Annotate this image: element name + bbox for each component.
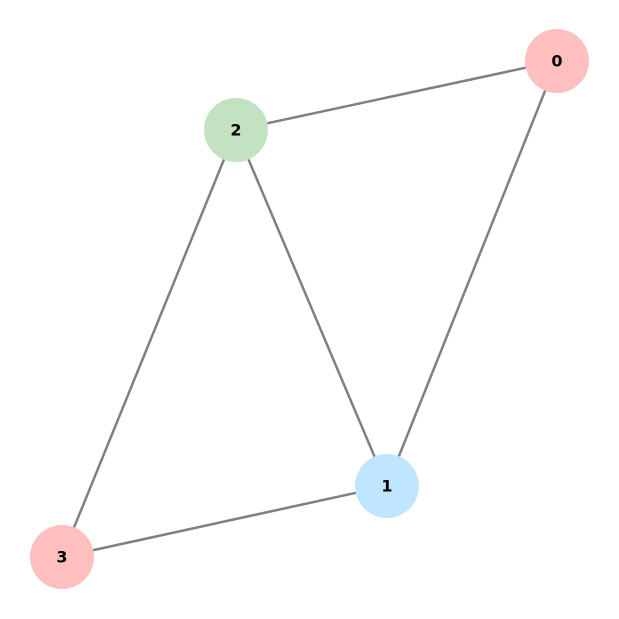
- node-circle-0: [525, 29, 589, 93]
- node-circle-3: [30, 525, 94, 589]
- edge-2-3: [60, 128, 238, 559]
- node-1: 1: [355, 454, 419, 518]
- edges-layer: [60, 59, 559, 559]
- edge-3-1: [60, 484, 389, 559]
- node-label-0: 0: [551, 52, 562, 71]
- edge-0-1: [385, 59, 559, 488]
- edge-2-1: [234, 128, 389, 488]
- nodes-layer: 0 1 2 3: [30, 29, 589, 589]
- node-label-2: 2: [230, 121, 241, 140]
- node-0: 0: [525, 29, 589, 93]
- edge-0-2: [234, 59, 559, 132]
- node-circle-2: [204, 98, 268, 162]
- node-label-1: 1: [381, 477, 392, 496]
- node-2: 2: [204, 98, 268, 162]
- node-circle-1: [355, 454, 419, 518]
- node-3: 3: [30, 525, 94, 589]
- node-label-3: 3: [56, 548, 67, 567]
